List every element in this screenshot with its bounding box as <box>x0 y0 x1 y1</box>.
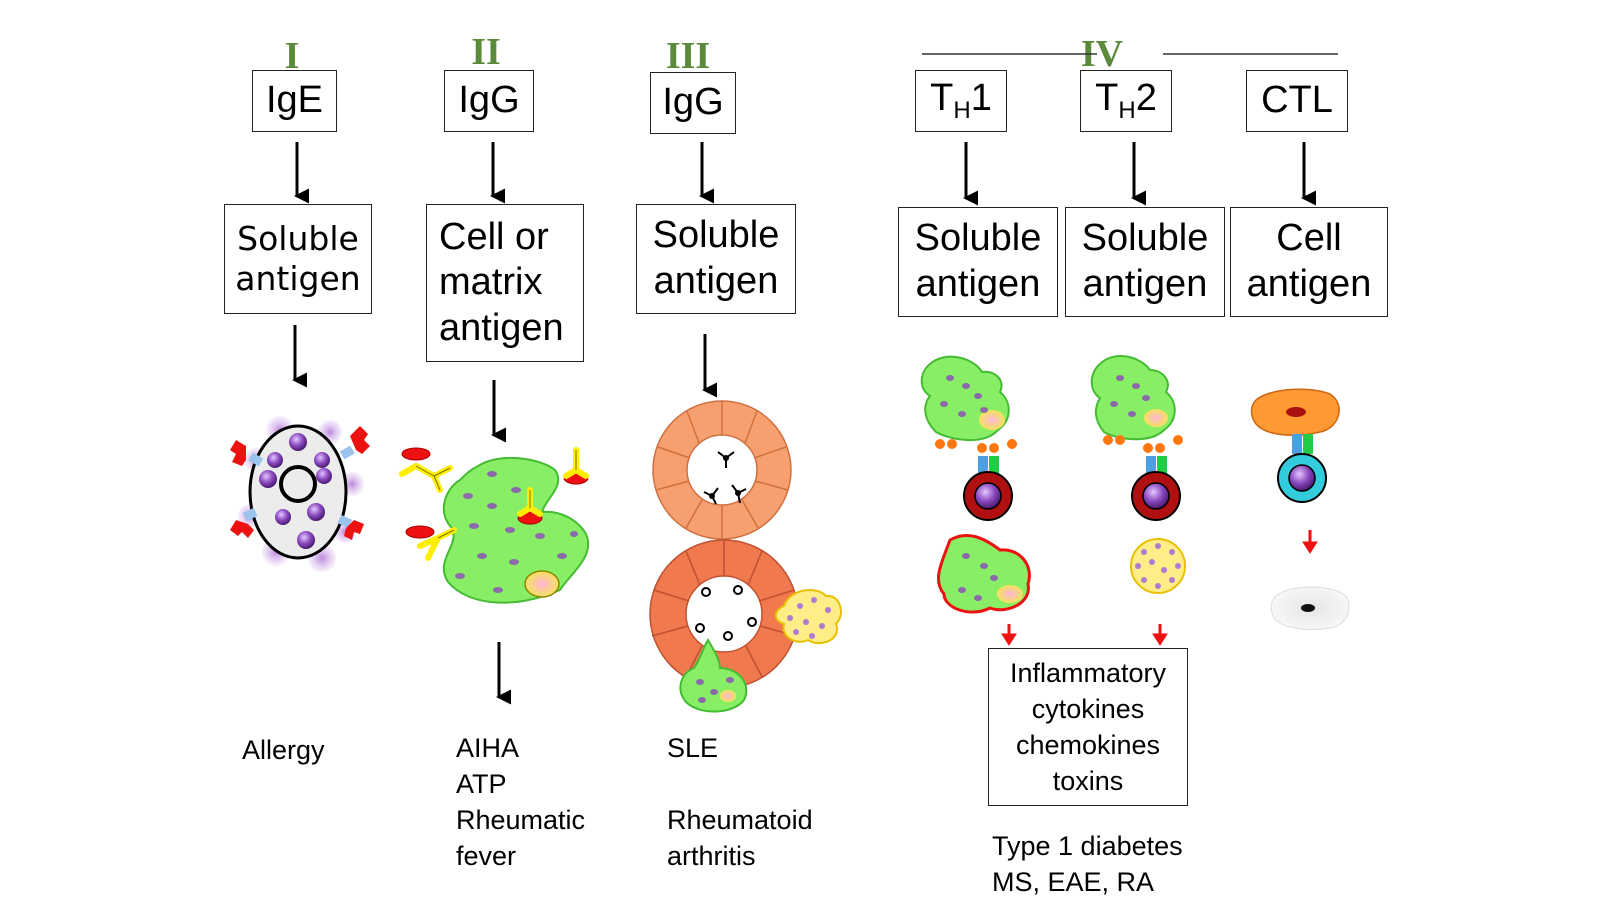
ctl-box: CTL <box>1246 70 1348 132</box>
type-ii-numeral: II <box>471 31 501 73</box>
type-iii-antibody-label: IgG <box>662 81 724 124</box>
ctl-cell-illustration <box>1250 388 1350 631</box>
th1-box: TH1 <box>915 70 1007 132</box>
th1-label: TH1 <box>930 77 992 125</box>
epithelium-ring-top <box>652 400 792 540</box>
target-cell-antibody-illustration <box>399 447 590 604</box>
type-iii-numeral: III <box>665 35 711 77</box>
mast-cell-illustration <box>230 416 370 572</box>
epithelium-ring-bottom <box>649 539 842 713</box>
th1-cell-illustration <box>920 355 1031 614</box>
th2-label: TH2 <box>1095 77 1157 125</box>
th2-cell-illustration <box>1090 355 1186 594</box>
type-i-numeral: I <box>284 35 300 77</box>
red-arrows <box>1001 530 1318 646</box>
type-ii-antibody-label: IgG <box>458 79 520 122</box>
ctl-label: CTL <box>1261 79 1333 122</box>
th2-box: TH2 <box>1080 70 1172 132</box>
immune-complex-illustration <box>649 400 842 713</box>
flow-arrows <box>292 142 1316 705</box>
type-i-antibody-label: IgE <box>265 79 324 122</box>
type-iii-antibody-box: IgG <box>650 72 736 134</box>
type-i-diseases: Allergy <box>242 735 325 765</box>
type-i-antibody-box: IgE <box>252 70 337 132</box>
type-ii-antibody-box: IgG <box>444 70 534 132</box>
